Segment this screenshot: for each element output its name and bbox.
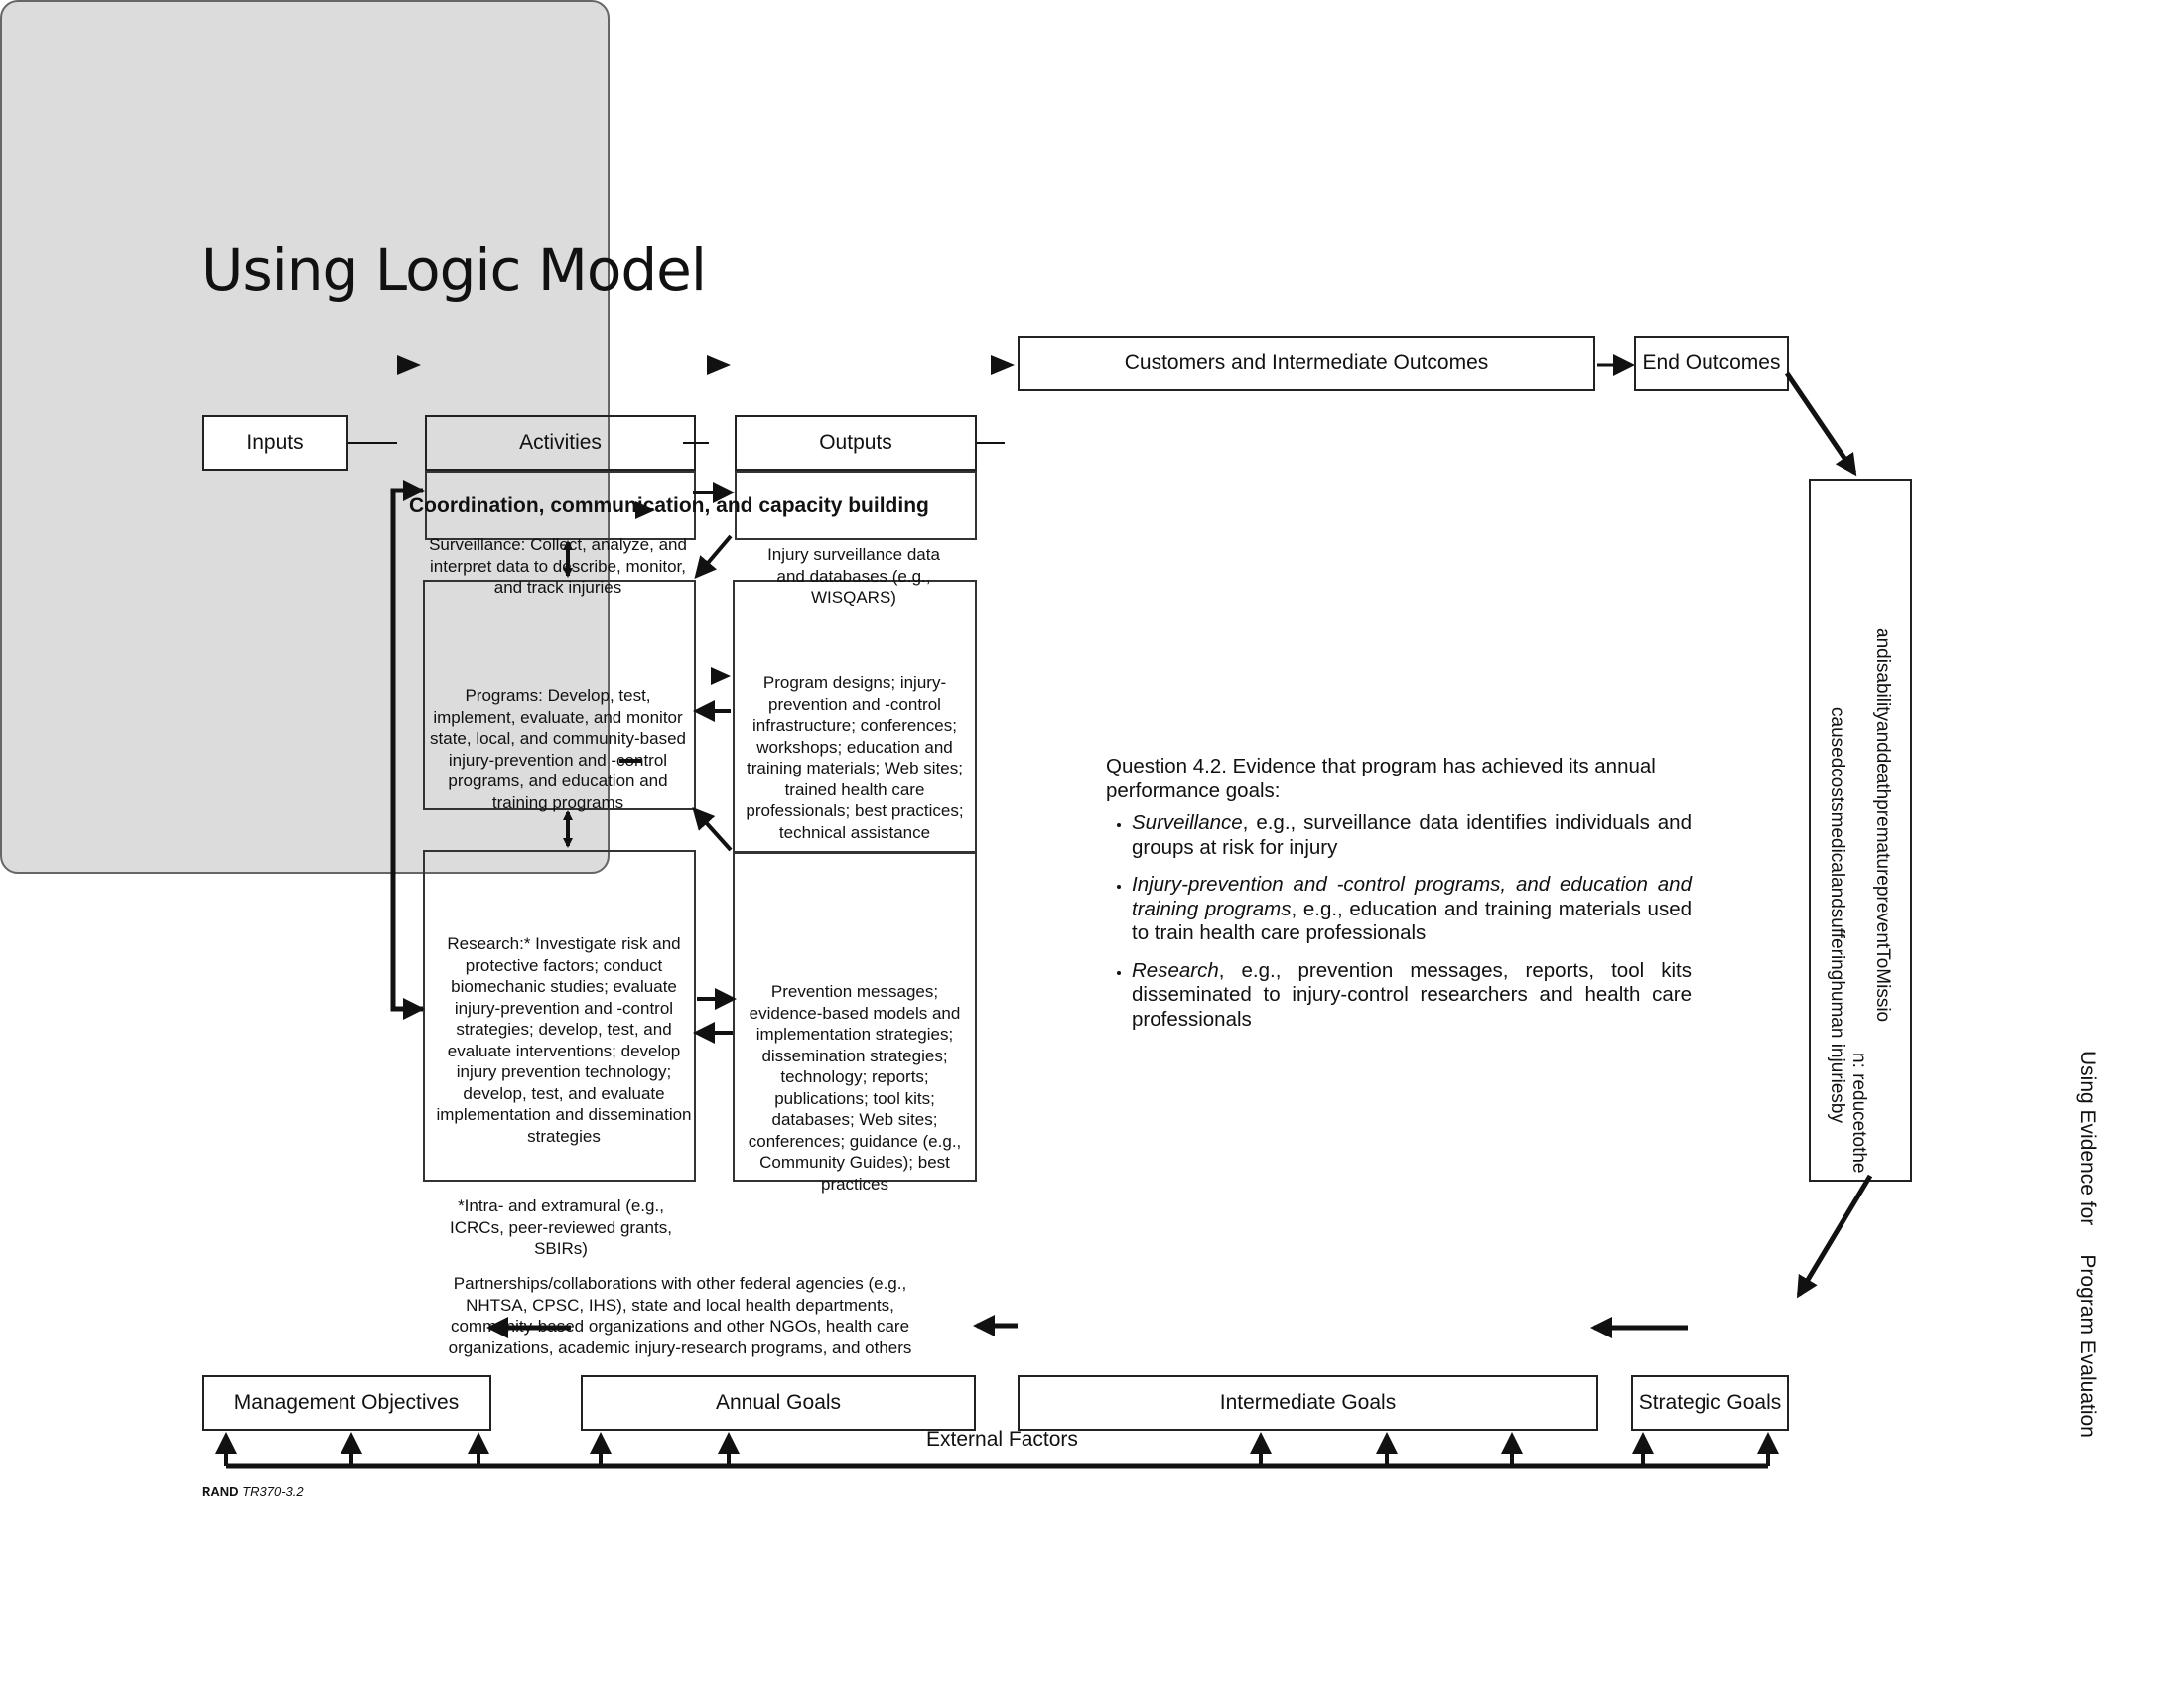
question-item-rest: , e.g., education and training materials… <box>1132 897 1693 945</box>
outputs-top-box <box>735 471 977 540</box>
inputs-box: Inputs <box>202 415 348 471</box>
end-outcomes-label: End Outcomes <box>1642 352 1781 374</box>
mission-text-col1: andisabilityanddeathprematurepreventToMi… <box>1872 628 1893 1023</box>
end-to-mission-arrow <box>1784 371 1857 477</box>
question-item: Research, e.g., prevention messages, rep… <box>1132 959 1692 1033</box>
output-to-activity-arrow <box>692 807 733 852</box>
flow-arrowhead <box>991 355 1015 375</box>
mission-box <box>1809 479 1912 1182</box>
outputs-label: Outputs <box>819 431 892 454</box>
strategic-goals-label: Strategic Goals <box>1638 1391 1782 1414</box>
management-objectives-label: Management Objectives <box>233 1391 460 1414</box>
page-title: Using Logic Model <box>202 236 707 304</box>
question-item-rest: , e.g., prevention messages, reports, to… <box>1132 958 1692 1031</box>
research-output-text: Prevention messages; evidence-based mode… <box>748 982 962 1194</box>
intermediate-goals-label: Intermediate Goals <box>1219 1391 1397 1414</box>
annual-goals-box: Annual Goals <box>581 1375 976 1431</box>
question-list: Surveillance, e.g., surveillance data id… <box>1106 811 1692 1032</box>
question-item: Surveillance, e.g., surveillance data id… <box>1132 811 1692 860</box>
question-item-lead: Research <box>1132 958 1219 982</box>
surveillance-activity-text: Surveillance: Collect, analyze, and inte… <box>429 535 687 597</box>
mission-text-col3: causedcostsmedicalandsufferinghuman inju… <box>1827 707 1847 1123</box>
footer-code: TR370-3.2 <box>242 1484 304 1499</box>
annual-goals-label: Annual Goals <box>715 1391 842 1414</box>
activities-label: Activities <box>519 431 602 454</box>
question-item: Injury-prevention and -control programs,… <box>1132 873 1692 946</box>
programs-activity-text: Programs: Develop, test, implement, eval… <box>430 686 686 812</box>
surveillance-output-text: Injury surveillance data and databases (… <box>767 545 940 607</box>
research-activity-text: Research:* Investigate risk and protecti… <box>436 934 692 1146</box>
coordination-arrowhead <box>635 501 655 519</box>
left-bracket-line <box>390 488 423 1012</box>
flow-arrowhead <box>707 355 731 375</box>
research-output-box <box>733 852 977 1182</box>
external-factor-arrows <box>215 1432 1779 1466</box>
programs-arrowhead <box>711 667 731 685</box>
outputs-box: Outputs <box>735 415 977 471</box>
question-block: Question 4.2. Evidence that program has … <box>1106 755 1692 1045</box>
intermediate-goals-box: Intermediate Goals <box>1018 1375 1598 1431</box>
question-intro: Question 4.2. Evidence that program has … <box>1106 755 1656 802</box>
customers-outcomes-box: Customers and Intermediate Outcomes <box>1018 336 1595 391</box>
programs-output-text: Program designs; injury-prevention and -… <box>746 673 964 842</box>
inputs-label: Inputs <box>246 431 304 454</box>
management-objectives-box: Management Objectives <box>202 1375 491 1431</box>
mission-text-col2: n: reducetothe <box>1848 1053 1869 1174</box>
side-title: Using Evidence for Program Evaluation <box>2076 1051 2099 1438</box>
footer-org: RAND <box>202 1484 239 1499</box>
question-item-rest: , e.g., surveillance data identifies ind… <box>1132 811 1692 859</box>
footer-citation: RAND TR370-3.2 <box>202 1484 304 1499</box>
programs-activity-box <box>423 580 696 810</box>
strategic-goals-box: Strategic Goals <box>1631 1375 1789 1431</box>
output-to-activity-arrow <box>694 534 733 580</box>
flow-arrowhead <box>397 355 421 375</box>
question-item-lead: Injury-prevention and -control programs,… <box>1132 873 1692 920</box>
coordination-label: Coordination, communication, and capacit… <box>409 494 929 517</box>
external-factors-label: External Factors <box>926 1428 1078 1451</box>
mission-to-bottom-arrow <box>1796 1174 1873 1299</box>
activities-footnote: *Intra- and extramural (e.g., ICRCs, pee… <box>450 1196 672 1258</box>
customers-outcomes-label: Customers and Intermediate Outcomes <box>1124 352 1489 374</box>
partnerships-text: Partnerships/collaborations with other f… <box>448 1274 912 1357</box>
end-outcomes-box: End Outcomes <box>1634 336 1789 391</box>
question-item-lead: Surveillance <box>1132 811 1243 834</box>
activities-top-box <box>425 471 696 540</box>
